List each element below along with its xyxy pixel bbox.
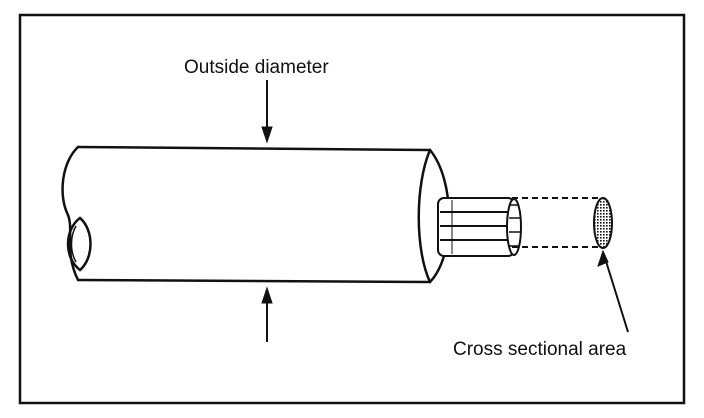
jacket-cut-end [66,216,92,272]
cross-section-leader-arrow [597,249,629,333]
outside-diameter-label: Outside diameter [184,57,329,78]
figure-border [18,13,686,405]
cross-section-ellipse [593,197,613,249]
projection-lines [512,197,602,248]
cross-sectional-area-label: Cross sectional area [453,339,627,360]
bottom-diameter-arrow [261,286,273,342]
conductor-strands [437,197,522,257]
top-diameter-arrow [261,80,273,144]
cable-jacket [61,145,451,284]
